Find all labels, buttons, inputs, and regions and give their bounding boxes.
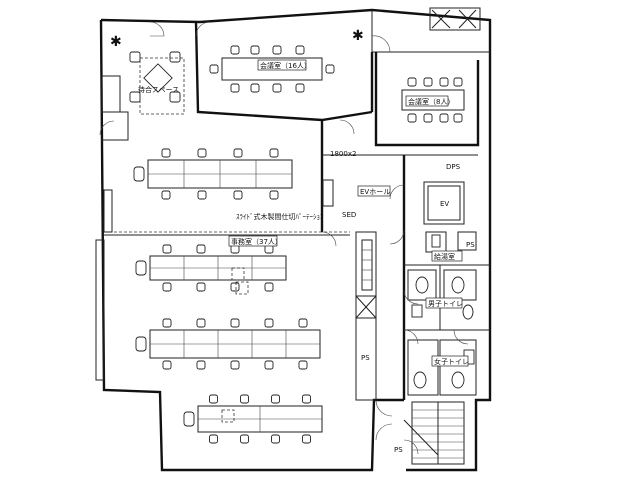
chair	[407, 77, 417, 87]
roof-box	[429, 7, 481, 31]
partition-label: ｽﾗｲﾄﾞ式木製間仕切ﾊﾟｰﾃｰｼｮﾝ	[236, 212, 324, 221]
chair	[264, 318, 274, 328]
equipment-box	[235, 281, 249, 295]
ps-top-label: DPS	[446, 163, 461, 171]
door-note: SED	[342, 211, 356, 219]
chair	[302, 394, 311, 404]
chair	[269, 190, 279, 200]
chair	[423, 113, 433, 123]
chair	[269, 148, 279, 158]
ps-bottom-label: PS	[394, 446, 403, 454]
chair	[250, 45, 260, 55]
end-chair	[183, 411, 195, 427]
male-toilet-label: 男子トイレ	[428, 300, 463, 308]
chair	[196, 318, 206, 328]
interior-walls	[95, 21, 490, 465]
chair	[298, 318, 308, 328]
chair	[162, 318, 172, 328]
chair	[230, 360, 240, 370]
end-chair	[133, 166, 145, 182]
end-chair	[135, 336, 147, 352]
chair	[264, 282, 274, 292]
desk-island	[133, 148, 293, 200]
chair	[162, 244, 172, 254]
chair	[407, 113, 417, 123]
ps-column	[355, 231, 377, 401]
waiting-area-label: 待合スペース	[138, 85, 179, 94]
chair	[240, 434, 249, 444]
chair	[302, 434, 311, 444]
svg-text:✱: ✱	[352, 28, 364, 44]
desk-island	[183, 394, 323, 444]
chair	[196, 360, 206, 370]
chair	[162, 360, 172, 370]
chair	[325, 64, 335, 74]
chair	[230, 282, 240, 292]
chair	[196, 282, 206, 292]
svg-text:✱: ✱	[110, 34, 122, 50]
chair	[272, 45, 282, 55]
chair	[439, 77, 449, 87]
chair	[162, 282, 172, 292]
chair	[295, 45, 305, 55]
chair	[233, 190, 243, 200]
chair	[240, 394, 249, 404]
chair	[209, 394, 218, 404]
chair	[230, 45, 240, 55]
plant-icon: ✱ ✱	[110, 28, 364, 50]
chair	[264, 360, 274, 370]
chair	[439, 113, 449, 123]
end-chair	[135, 260, 147, 276]
room-labels: 会議室（16人） 会議室（8人） 待合スペース 事務室（37人） ｽﾗｲﾄﾞ式木…	[138, 59, 475, 454]
ps-mid-label: PS	[361, 354, 370, 362]
office-desks	[133, 148, 323, 444]
desk-island	[135, 244, 287, 292]
chair	[161, 148, 171, 158]
chair	[209, 434, 218, 444]
toilet-fixtures	[411, 234, 475, 389]
waiting-area-furniture	[129, 51, 185, 115]
equipment-box	[231, 267, 245, 281]
chair	[453, 77, 463, 87]
dimension-note: 1800x2	[330, 150, 356, 158]
chair	[295, 83, 305, 93]
chair	[272, 83, 282, 93]
ev-hall-label: EVホール	[360, 188, 390, 196]
kitchen-label: 給湯室	[434, 252, 455, 261]
chair	[250, 83, 260, 93]
chair	[271, 394, 280, 404]
meeting-room-16-label: 会議室（16人）	[260, 61, 311, 70]
chair	[453, 113, 463, 123]
equipment-box	[221, 409, 235, 423]
chair	[161, 190, 171, 200]
female-toilet-label: 女子トイレ	[434, 357, 469, 366]
ev-shaft	[423, 181, 465, 225]
cabinet	[101, 75, 121, 113]
ev-label: EV	[440, 200, 449, 208]
chair	[230, 318, 240, 328]
chair	[197, 190, 207, 200]
desk-island	[135, 318, 321, 370]
doors	[99, 21, 469, 455]
chair	[196, 244, 206, 254]
chair	[209, 64, 219, 74]
chair	[271, 434, 280, 444]
chair	[197, 148, 207, 158]
chair	[230, 83, 240, 93]
ps-low-label: PS	[466, 241, 475, 249]
chair	[233, 148, 243, 158]
meeting-room-8-label: 会議室（8人）	[408, 97, 454, 106]
chair	[423, 77, 433, 87]
chair	[298, 360, 308, 370]
office-label: 事務室（37人）	[231, 237, 282, 246]
